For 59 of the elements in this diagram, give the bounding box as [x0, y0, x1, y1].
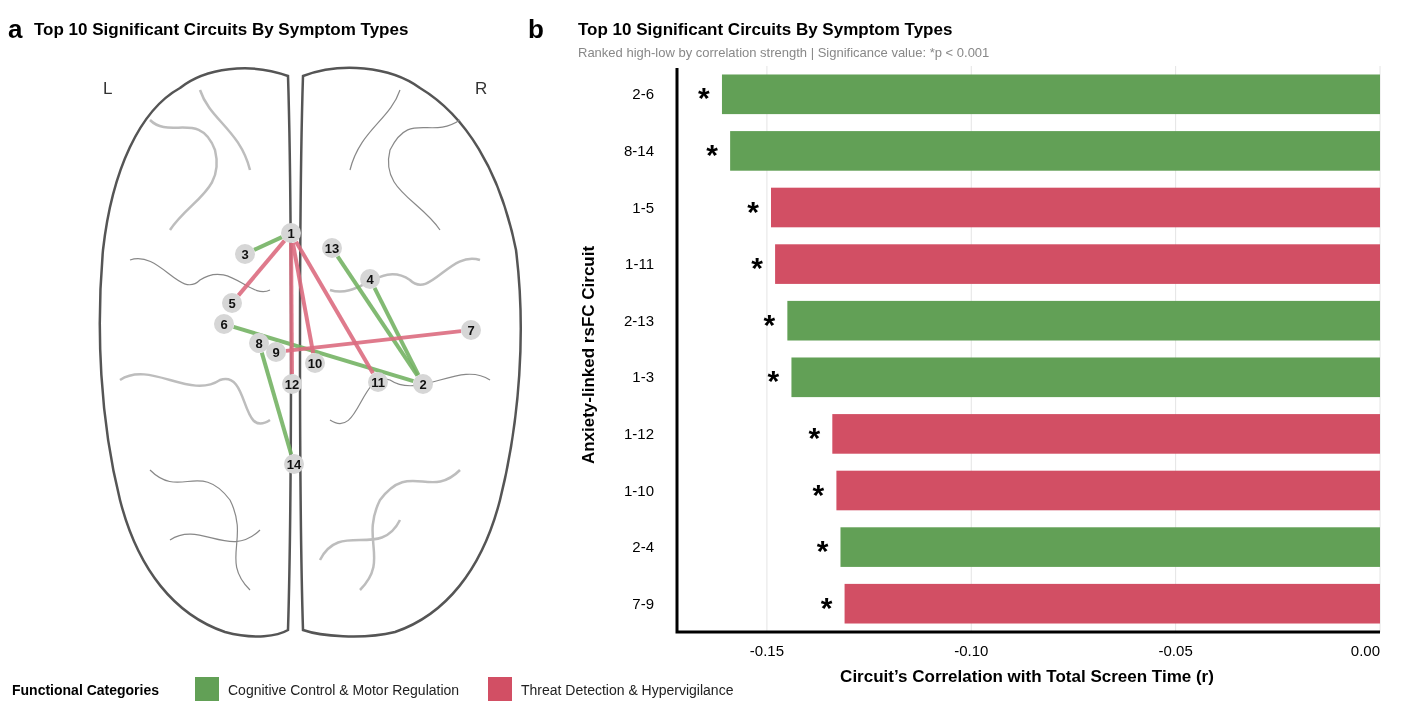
significance-mark: *: [747, 194, 759, 228]
connection-line: [259, 352, 294, 455]
significance-mark: *: [767, 364, 780, 398]
significance-mark: *: [698, 81, 710, 115]
region-marker: 12: [282, 374, 302, 394]
tick-label: -0.15: [749, 642, 784, 659]
significance-mark: *: [751, 251, 763, 285]
legend-label: Threat Detection & Hypervigilance: [521, 682, 734, 698]
significance-mark: *: [706, 137, 718, 171]
category-label: 2-4: [632, 538, 654, 556]
region-marker: 7: [461, 320, 481, 340]
hemisphere-label: L: [103, 79, 113, 99]
category-label: 1-11: [625, 255, 654, 273]
panel-letter: a: [8, 14, 23, 45]
axis-title: Circuit’s Correlation with Total Screen Time (r): [840, 667, 1214, 686]
connection-line: [294, 240, 375, 375]
tick-label: -0.10: [954, 642, 989, 659]
connection-line: [253, 235, 283, 252]
significance-mark: *: [763, 307, 776, 341]
region-marker: 8: [249, 333, 269, 353]
significance-mark: *: [808, 420, 821, 454]
region-marker: 6: [214, 314, 234, 334]
connection-line: [285, 329, 462, 353]
connection-line: [290, 242, 316, 354]
region-marker: 5: [222, 293, 242, 313]
category-label: 2-6: [632, 85, 654, 103]
connection-line: [233, 324, 414, 384]
significance-mark: *: [816, 534, 829, 568]
axis-title: Anxiety-linked rsFC Circuit: [579, 245, 598, 465]
hemisphere-label: R: [475, 79, 488, 99]
category-label: 1-10: [623, 481, 654, 499]
panel-letter: b: [528, 14, 544, 45]
category-label: 1-12: [623, 424, 654, 442]
chart-title: Top 10 Significant Circuits By Symptom Types: [578, 20, 953, 40]
category-label: 1-3: [632, 368, 654, 386]
tick-label: 0.00: [1350, 642, 1380, 659]
category-label: 8-14: [623, 141, 654, 159]
region-marker: 2: [413, 374, 433, 394]
connection-line: [236, 239, 287, 297]
region-marker: 14: [284, 454, 304, 474]
region-marker: 10: [305, 353, 325, 373]
region-marker: 9: [266, 342, 286, 362]
region-marker: 13: [322, 238, 342, 258]
tick-label: -0.05: [1158, 642, 1193, 659]
connection-line: [289, 243, 294, 374]
legend-label: Cognitive Control & Motor Regulation: [228, 682, 460, 698]
significance-mark: *: [820, 590, 833, 624]
region-marker: 3: [235, 244, 255, 264]
significance-mark: *: [812, 477, 825, 511]
chart-subtitle: Ranked high-low by correlation strength | Significance value: *p < 0.001: [578, 45, 990, 60]
region-marker: 11: [368, 372, 388, 392]
category-label: 2-13: [623, 311, 654, 329]
region-marker: 1: [281, 223, 301, 243]
category-label: 7-9: [632, 594, 654, 612]
category-label: 1-5: [632, 198, 654, 216]
connection-line: [372, 287, 421, 376]
panel-title: Top 10 Significant Circuits By Symptom Types: [34, 20, 409, 40]
region-marker: 4: [360, 269, 380, 289]
legend-title: Functional Categories: [12, 682, 160, 698]
